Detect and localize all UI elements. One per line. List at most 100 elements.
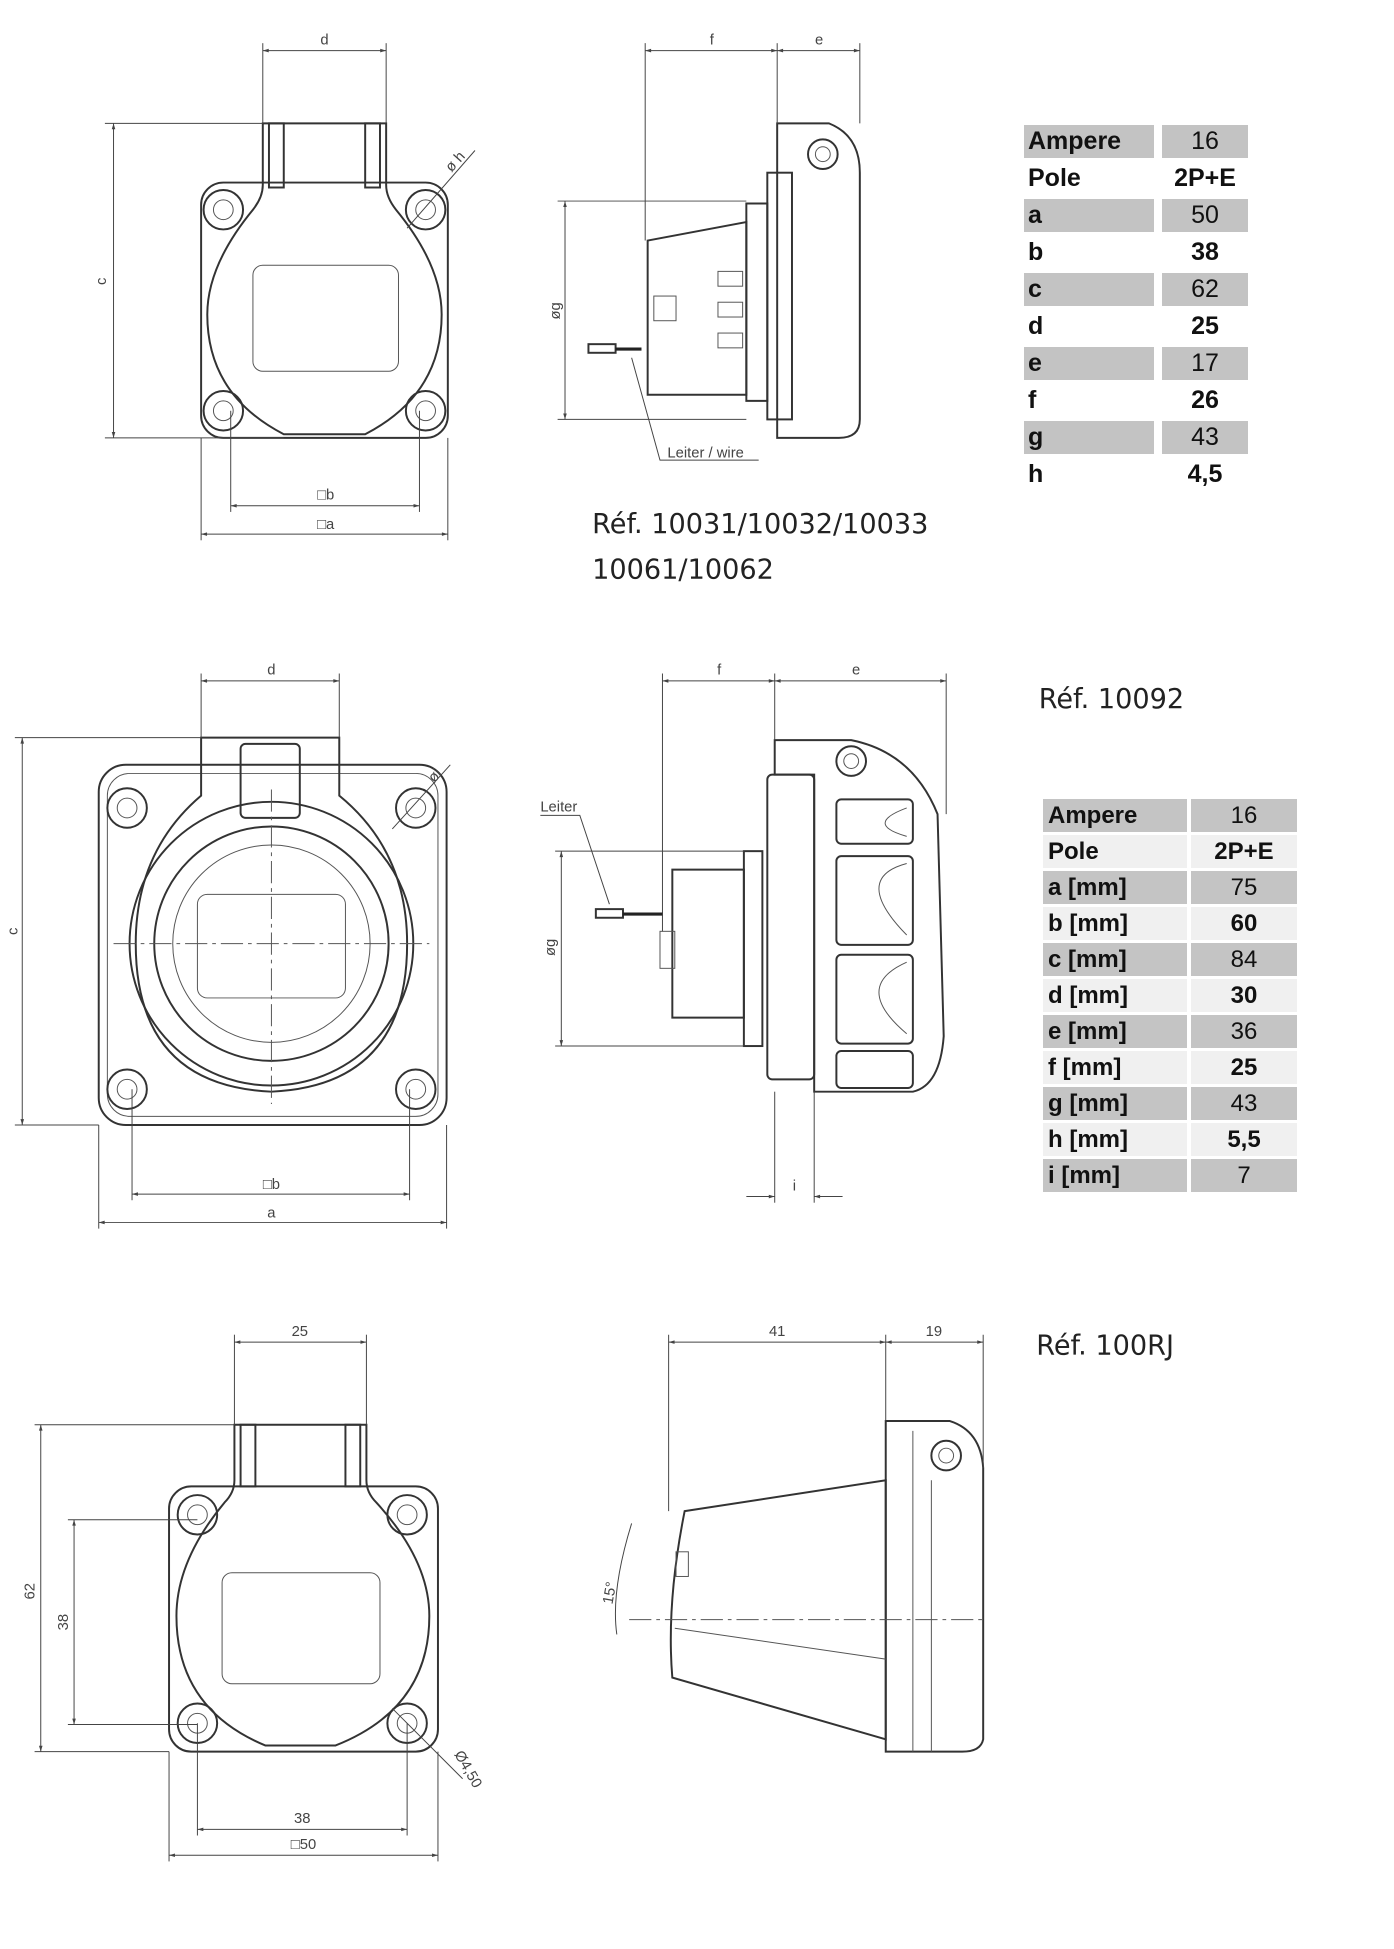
spec-value: 26 [1191,386,1219,414]
spec-label: Ampere [1024,125,1154,158]
spec-row: e [mm]36 [1043,1015,1297,1048]
dimension-label: a [267,1206,276,1222]
spec-value: 16 [1191,799,1297,832]
spec-row: c [mm]84 [1043,943,1297,976]
dimension-label: □b [317,488,334,504]
spec-label: c [mm] [1043,943,1187,976]
spec-label: g [1024,421,1154,454]
dimension-label: øg [548,302,564,319]
reference-number-2: Réf. 10092 [1039,684,1184,715]
spec-label: e [mm] [1043,1015,1187,1048]
dimension-label: c [94,277,110,285]
dimension-label: Ø4,50 [451,1748,485,1791]
spec-value: 62 [1162,273,1248,306]
dimension-label: f [710,32,715,48]
spec-label: Pole [1028,164,1081,192]
spec-value: 25 [1191,1051,1297,1084]
spec-value: 2P+E [1174,164,1236,192]
dimension-label: 41 [769,1324,785,1340]
spec-value: 16 [1162,125,1248,158]
spec-value: 17 [1162,347,1248,380]
dimension-label: d [320,32,328,48]
socket-side-view-2: f e øg Leiter i [540,663,947,1203]
dimension-label: □b [263,1177,280,1193]
dimension-label: ø h [443,149,469,176]
spec-value: 30 [1191,979,1297,1012]
spec-label: i [mm] [1043,1159,1187,1192]
spec-value: 5,5 [1191,1123,1297,1156]
spec-row: f [mm]25 [1043,1051,1297,1084]
spec-label: d [1028,312,1044,340]
spec-label: f [1028,386,1037,414]
spec-value: 43 [1191,1087,1297,1120]
dimension-label: d [267,663,275,679]
spec-value: 38 [1191,238,1219,266]
spec-label: h [mm] [1043,1123,1187,1156]
dimension-label: 15° [601,1581,621,1606]
spec-row: b [mm]60 [1043,907,1297,940]
spec-row: i [mm]7 [1043,1159,1297,1192]
spec-row: b 38 [1024,236,1248,269]
dimension-label: e [852,663,860,679]
spec-value: 60 [1191,907,1297,940]
spec-label: g [mm] [1043,1087,1187,1120]
spec-label: b [mm] [1043,907,1187,940]
reference-number-1: Réf. 10031/10032/10033 [592,509,928,540]
spec-value: 2P+E [1191,835,1297,868]
socket-side-view-3: 15° 41 19 [601,1324,987,1753]
socket-side-view-1: f e øg Leiter / wire [548,32,861,462]
dimension-label: c [5,927,21,935]
spec-value: 50 [1162,199,1248,232]
spec-row: d [mm]30 [1043,979,1297,1012]
dimension-label: Leiter / wire [667,446,743,462]
dimension-label: 25 [292,1324,308,1340]
spec-value: 84 [1191,943,1297,976]
spec-row: a [mm]75 [1043,871,1297,904]
dimension-label: e [815,32,823,48]
dimension-label: f [717,663,722,679]
spec-row: Pole 2P+E [1024,162,1248,195]
spec-value: 4,5 [1187,460,1223,488]
socket-front-view-2: d c □b a øi [5,663,451,1229]
spec-row: f 26 [1024,384,1248,417]
spec-label: h [1028,460,1044,488]
dimension-label: □a [317,517,335,533]
spec-label: a [mm] [1043,871,1187,904]
spec-label: a [1024,199,1154,232]
dimension-label: øi [425,766,445,786]
dimension-label: øg [543,939,559,956]
spec-value: 43 [1162,421,1248,454]
dimension-label: 38 [56,1614,72,1630]
spec-label: d [mm] [1043,979,1187,1012]
dimension-label: 38 [294,1811,310,1827]
socket-front-view-3: 25 62 38 38 □50 Ø4,50 [23,1324,485,1862]
dimension-label: 62 [23,1583,39,1599]
spec-row: g [mm]43 [1043,1087,1297,1120]
spec-label: Ampere [1043,799,1187,832]
spec-value: 7 [1191,1159,1297,1192]
spec-row: h [mm]5,5 [1043,1123,1297,1156]
spec-row: d 25 [1024,310,1248,343]
spec-label: b [1028,238,1044,266]
socket-front-view-1: d c □b □a ø h [94,32,476,541]
reference-number-1b: 10061/10062 [592,555,774,586]
spec-row: h 4,5 [1024,458,1248,491]
spec-label: f [mm] [1043,1051,1187,1084]
reference-number-3: Réf. 100RJ [1036,1330,1174,1361]
spec-label: e [1024,347,1154,380]
spec-label: Pole [1043,835,1187,868]
spec-value: 25 [1191,312,1219,340]
spec-value: 75 [1191,871,1297,904]
dimension-label: Leiter [540,800,577,816]
